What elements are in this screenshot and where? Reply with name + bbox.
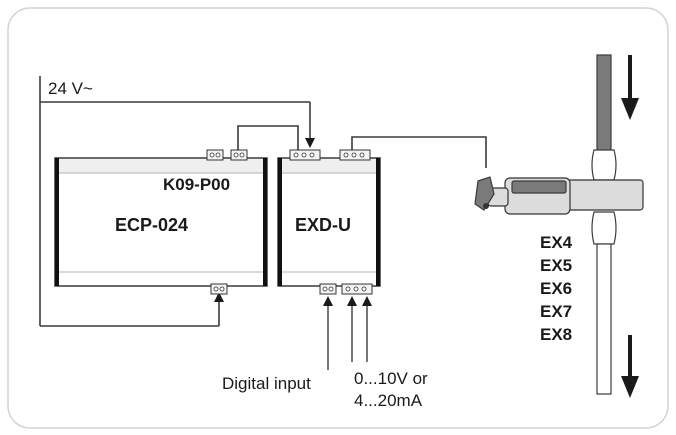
valve-model-list: EX4 EX5 EX6 EX7 EX8	[540, 233, 573, 344]
analog-input-label-line1: 0...10V or	[354, 369, 428, 388]
valve-model-ex7: EX7	[540, 302, 572, 321]
exd-u-module	[277, 149, 381, 295]
ecp-024-module	[54, 149, 268, 295]
valve-model-ex6: EX6	[540, 279, 572, 298]
exd-u-label: EXD-U	[295, 215, 351, 235]
digital-input-arrow	[323, 296, 333, 370]
exd-top-terminal-left	[289, 149, 321, 161]
flow-arrow-bottom	[621, 335, 639, 398]
exd-bottom-terminal-analog	[341, 283, 373, 295]
flow-arrow-top	[621, 55, 639, 120]
exd-bottom-terminal-digital	[319, 283, 337, 295]
ecp-bottom-terminal	[210, 283, 228, 295]
analog-input-label-line2: 4...20mA	[354, 391, 423, 410]
ecp-024-label: ECP-024	[115, 215, 188, 235]
supply-wiring	[39, 76, 315, 327]
valve-model-ex4: EX4	[540, 233, 573, 252]
valve-body	[474, 176, 644, 215]
supply-label: 24 V~	[48, 79, 93, 98]
analog-input-arrows	[347, 296, 372, 362]
valve-wiring	[351, 136, 487, 168]
bus-wiring	[237, 125, 299, 150]
digital-input-label: Digital input	[222, 374, 311, 393]
ecp-top-terminal-1	[206, 149, 224, 161]
valve-pipe-lower	[591, 211, 617, 395]
valve-model-ex8: EX8	[540, 325, 572, 344]
exd-top-terminal-right	[339, 149, 371, 161]
ecp-top-terminal-2	[230, 149, 248, 161]
k09-p00-label: K09-P00	[163, 175, 230, 194]
valve-model-ex5: EX5	[540, 256, 572, 275]
